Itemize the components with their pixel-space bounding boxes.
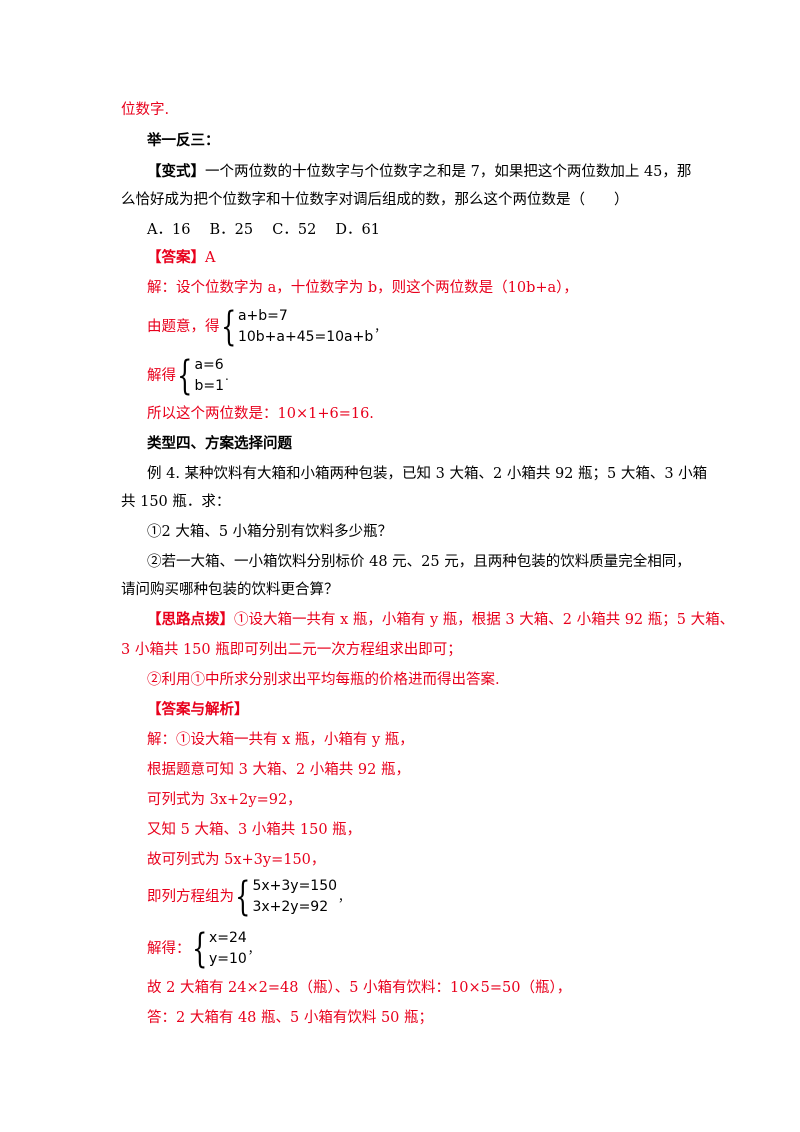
section-heading-type4: 类型四、方案选择问题	[147, 435, 292, 452]
question-2-cont: 请问购买哪种包装的饮料更合算？	[121, 582, 339, 598]
equation-prefix: 解得	[147, 368, 176, 384]
section-heading-practice: 举一反三：	[147, 132, 220, 149]
punctuation: ，	[338, 890, 351, 904]
example-line: 共 150 瓶．求：	[121, 494, 231, 510]
equation: y=10	[208, 951, 247, 967]
equation-prefix: 即列方程组为	[147, 889, 234, 905]
equation-system: {5x+3y=150 3x+2y=92 ，	[234, 876, 350, 918]
variant-tag: 【变式】	[147, 163, 205, 180]
equation-system-line: 由题意，得{a+b=7 10b+a+45=10a+b，	[147, 306, 386, 348]
question-2: ②若一大箱、一小箱饮料分别标价 48 元、25 元，且两种包装的饮料质量完全相同…	[147, 554, 691, 570]
brace-symbol: {	[191, 926, 207, 972]
answer-tag: 【答案】	[147, 249, 205, 266]
text-line: 么恰好成为把个位数字和十位数字对调后组成的数，那么这个两位数是（ ）	[121, 192, 629, 208]
solution-line: 故可列式为 5x+3y=150，	[147, 852, 326, 868]
example-line: 例 4. 某种饮料有大箱和小箱两种包装，已知 3 大箱、2 小箱共 92 瓶；5…	[147, 466, 708, 482]
text-line: 位数字.	[121, 102, 170, 118]
equation-system: {x=24 y=10，	[191, 928, 260, 970]
hint-line: 3 小箱共 150 瓶即可列出二元一次方程组求出即可；	[121, 642, 462, 658]
equation-system-line: 解得{a=6 b=1.	[147, 355, 229, 397]
equation-system-line: 即列方程组为{5x+3y=150 3x+2y=92 ，	[147, 876, 350, 918]
equation: a+b=7	[237, 308, 288, 324]
equation-prefix: 解得：	[147, 941, 191, 957]
variant-question-text: 一个两位数的十位数字与个位数字之和是 7，如果把这个两位数加上 45，那	[205, 164, 692, 180]
question-1: ①2 大箱、5 小箱分别有饮料多少瓶？	[147, 524, 393, 540]
solution-line: 又知 5 大箱、3 小箱共 150 瓶，	[147, 822, 362, 838]
equation-prefix: 由题意，得	[147, 319, 220, 335]
variant-question-line: 【变式】一个两位数的十位数字与个位数字之和是 7，如果把这个两位数加上 45，那	[147, 162, 691, 182]
equation: x=24	[208, 930, 247, 946]
hint-line: 【思路点拨】①设大箱一共有 x 瓶，小箱有 y 瓶，根据 3 大箱、2 小箱共 …	[147, 610, 734, 630]
punctuation: .	[224, 369, 229, 383]
hint-text: ①设大箱一共有 x 瓶，小箱有 y 瓶，根据 3 大箱、2 小箱共 92 瓶；5…	[234, 612, 735, 628]
answer-value: A	[205, 250, 216, 266]
solution-line: 根据题意可知 3 大箱、2 小箱共 92 瓶，	[147, 762, 410, 778]
solution-line: 解：①设大箱一共有 x 瓶，小箱有 y 瓶，	[147, 732, 414, 748]
punctuation: ，	[247, 942, 260, 956]
punctuation: ，	[374, 320, 387, 334]
brace-symbol: {	[177, 353, 193, 399]
equation: 10b+a+45=10a+b	[237, 329, 374, 345]
answer-analysis-tag: 【答案与解析】	[147, 701, 249, 718]
solution-line: 所以这个两位数是：10×1+6=16.	[147, 406, 374, 422]
equation: 5x+3y=150	[252, 878, 338, 894]
equation-system: {a+b=7 10b+a+45=10a+b，	[220, 306, 387, 348]
equation: a=6	[194, 357, 224, 373]
equation: b=1	[194, 378, 224, 394]
hint-line: ②利用①中所求分别求出平均每瓶的价格进而得出答案.	[147, 672, 500, 688]
hint-tag: 【思路点拨】	[147, 611, 234, 628]
solution-line: 答：2 大箱有 48 瓶、5 小箱有饮料 50 瓶；	[147, 1010, 434, 1026]
solution-line: 故 2 大箱有 24×2=48（瓶）、5 小箱有饮料：10×5=50（瓶），	[147, 980, 572, 996]
solution-line: 解：设个位数字为 a，十位数字为 b，则这个两位数是（10b+a），	[147, 280, 578, 296]
answer-options: A．16 B．25 C．52 D．61	[147, 222, 380, 238]
brace-symbol: {	[235, 874, 251, 920]
equation: 3x+2y=92	[252, 899, 329, 915]
brace-symbol: {	[220, 304, 236, 350]
solution-line: 可列式为 3x+2y=92，	[147, 792, 302, 808]
equation-system-line: 解得：{x=24 y=10，	[147, 928, 260, 970]
equation-system: {a=6 b=1.	[176, 355, 229, 397]
answer-line: 【答案】A	[147, 248, 215, 268]
